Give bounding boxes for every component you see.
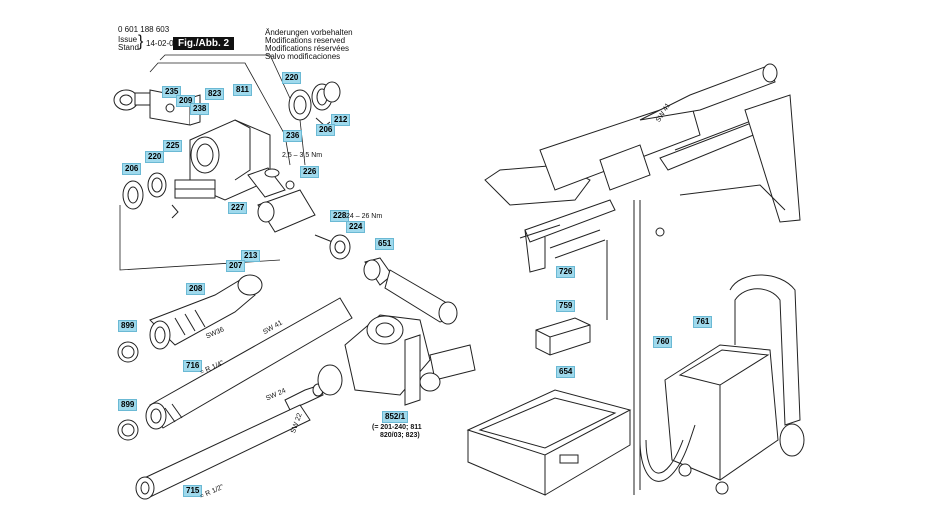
callout-715: 715: [183, 485, 203, 497]
callout-206-top: 206: [316, 124, 336, 136]
spindle-coupling: [314, 234, 351, 260]
issue-date: 14-02-03: [146, 39, 179, 48]
pipe-adapter-sw24: [284, 383, 324, 411]
callout-716: 716: [183, 360, 203, 372]
callout-224: 224: [346, 221, 366, 233]
callout-726: 726: [556, 266, 576, 278]
notice-es: Salvo modificaciones: [265, 52, 341, 61]
callout-811: 811: [233, 84, 252, 96]
note-852-line1: (= 201-240; 811: [372, 424, 422, 431]
fig-label: Fig./Abb. 2: [173, 37, 235, 50]
callout-207: 207: [226, 260, 246, 272]
brace: }: [138, 33, 144, 50]
callout-206-left: 206: [122, 163, 142, 175]
callout-761: 761: [693, 316, 713, 328]
o-ring-899a: [117, 341, 139, 363]
callout-651: 651: [375, 238, 395, 250]
adapter-208: [149, 274, 263, 350]
callout-236: 236: [283, 130, 303, 142]
issue-label: Issue: [118, 35, 138, 44]
callout-227: 227: [228, 202, 248, 214]
shaft-parts: [247, 167, 316, 233]
callout-220-top: 220: [282, 72, 302, 84]
drill-stand: [484, 63, 801, 495]
vacuum-761: [639, 274, 805, 495]
stand-label: Stand: [118, 43, 139, 52]
gear-unit-852: [317, 314, 476, 406]
gear-housing: [174, 119, 271, 201]
ring-seals-top: [288, 81, 341, 127]
notice-en: Modifications reserved: [265, 36, 346, 45]
callout-238: 238: [190, 103, 210, 115]
callout-208: 208: [186, 283, 206, 295]
notice-fr: Modifications réservées: [265, 44, 350, 53]
notice-de: Änderungen vorbehalten: [265, 28, 353, 37]
callout-823: 823: [205, 88, 225, 100]
ring-seals-left: [122, 172, 179, 219]
callout-852-1: 852/1: [382, 411, 409, 423]
callout-899-top: 899: [118, 320, 138, 332]
o-ring-899b: [117, 419, 139, 441]
callout-226: 226: [300, 166, 320, 178]
callout-212: 212: [331, 114, 351, 126]
carry-case-654: [466, 389, 632, 496]
extension-tube-715: [135, 404, 311, 500]
doc-number: 0 601 188 603: [118, 25, 170, 34]
callout-228: 228: [330, 210, 350, 222]
torque-note-2: 24 – 26 Nm: [346, 213, 383, 220]
callout-760: 760: [653, 336, 673, 348]
side-handle: [363, 257, 458, 325]
callout-225: 225: [163, 140, 183, 152]
extension-tube-716: [145, 297, 353, 430]
callout-899-bottom: 899: [118, 399, 138, 411]
callout-213: 213: [241, 250, 261, 262]
torque-note-1: 2,5 – 3,5 Nm: [282, 152, 323, 159]
note-852-line2: 820/03; 823): [380, 432, 420, 439]
callout-654: 654: [556, 366, 576, 378]
callout-220-left: 220: [145, 151, 165, 163]
block-759: [535, 317, 591, 356]
callout-759: 759: [556, 300, 576, 312]
